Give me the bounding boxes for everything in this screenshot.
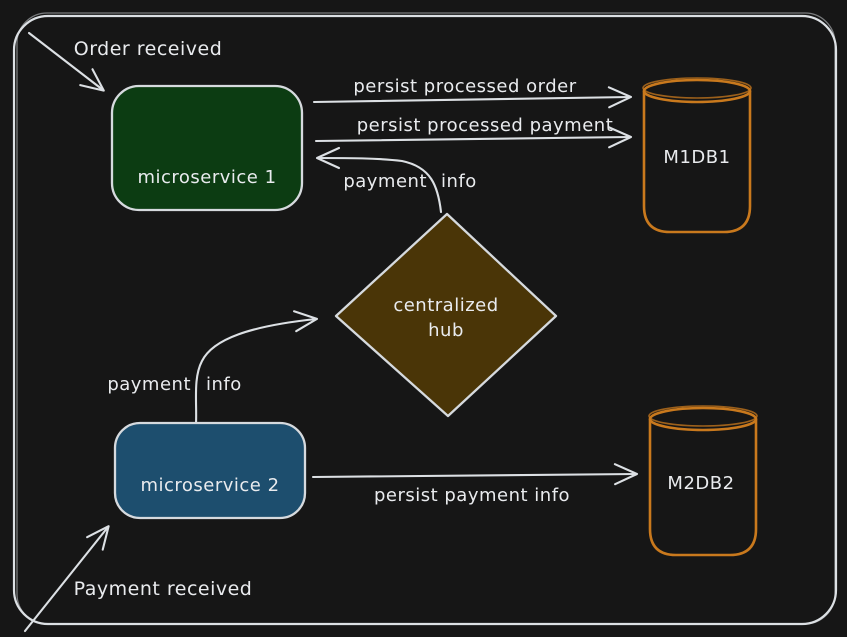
microservice-1-node: microservice 1 (110, 84, 304, 212)
ms2-to-hub-arrow (194, 310, 319, 426)
centralized-hub-label-line2: hub (428, 320, 464, 341)
m2db2-cylinder: M2DB2 (648, 405, 758, 557)
persist-processed-order-arrow (312, 86, 633, 109)
hub-to-microservice1-arrow (315, 146, 443, 214)
centralized-hub-label-line1: centralized (393, 295, 498, 316)
order-received-label: Order received (74, 38, 223, 60)
m1db1-label: M1DB1 (663, 147, 730, 168)
microservice-2-node: microservice 2 (113, 421, 307, 520)
microservice-1-label: microservice 1 (137, 167, 276, 188)
centralized-hub-node: centralized hub (334, 212, 558, 418)
payment-received-label: Payment received (74, 578, 253, 600)
ms2-to-hub-label-payment: payment (107, 374, 191, 395)
hub-to-ms1-label-info: info (441, 171, 477, 192)
order-received-arrow (27, 31, 105, 92)
payment-received-arrow (23, 525, 110, 633)
m2db2-label: M2DB2 (667, 473, 734, 494)
m1db1-cylinder: M1DB1 (642, 77, 752, 234)
hub-to-ms1-label-payment: payment (343, 171, 427, 192)
persist-processed-payment-label: persist processed payment (357, 115, 614, 136)
ms2-to-hub-label-info: info (206, 374, 242, 395)
persist-processed-order-label: persist processed order (353, 76, 576, 97)
persist-payment-info-arrow (311, 463, 639, 486)
persist-processed-payment-arrow (314, 126, 633, 149)
microservice-2-label: microservice 2 (140, 475, 279, 496)
canvas-border (12, 12, 838, 626)
persist-payment-info-label: persist payment info (374, 485, 570, 506)
